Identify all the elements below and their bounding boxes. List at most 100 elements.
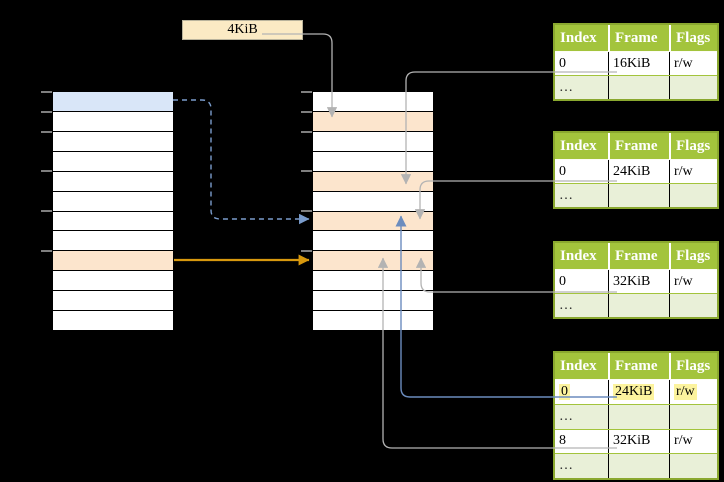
address-tick (301, 111, 312, 113)
page-table-row: … (555, 75, 717, 99)
address-tick (301, 250, 312, 252)
arrow-virtual-blue-page-to-frame6 (173, 99, 310, 225)
memory-row (313, 231, 433, 252)
page-table-cell: 8 (555, 430, 608, 454)
column-header: Index (560, 357, 597, 374)
column-header: Flags (669, 353, 717, 379)
page-table-row: 8 32KiB r/w (555, 428, 717, 454)
page-table-cell: … (555, 76, 608, 99)
page-table-cell: 24KiB (608, 160, 669, 183)
cell-text: … (559, 408, 573, 424)
page-table-row: … (555, 403, 717, 429)
memory-row (53, 251, 173, 272)
address-tick (301, 170, 312, 172)
memory-row (53, 211, 173, 232)
cell-text: 16KiB (613, 55, 651, 71)
page-table-cell: 0 (555, 52, 608, 75)
cell-text: … (559, 79, 573, 95)
page-table-cell: 0 (555, 160, 608, 183)
cell-text: r/w (674, 383, 697, 400)
cell-text: r/w (674, 163, 693, 179)
page-table-cell (669, 404, 717, 429)
page-table-cell: … (555, 184, 608, 207)
memory-row (53, 231, 173, 252)
cell-text: r/w (674, 55, 693, 71)
frame-size-label: 4KiB (182, 20, 303, 40)
frame-size-label-text: 4KiB (227, 22, 258, 37)
memory-row (313, 131, 433, 152)
page-table-cell: … (555, 405, 608, 429)
cell-text: 24KiB (613, 383, 655, 400)
page-table-cell (608, 404, 669, 429)
virtual-memory-table (52, 91, 174, 331)
memory-row (313, 191, 433, 212)
address-tick (41, 170, 52, 172)
memory-row (53, 271, 173, 292)
memory-row (313, 171, 433, 192)
page-table-cell (608, 76, 669, 99)
memory-row (313, 311, 433, 331)
cell-text: 8 (559, 433, 566, 449)
address-tick (301, 131, 312, 133)
column-header: Frame (608, 133, 669, 159)
page-table-cell (608, 454, 669, 478)
page-table-cell (669, 454, 717, 478)
page-table-row: 0 32KiB r/w (555, 269, 717, 293)
cell-text: 0 (559, 163, 566, 179)
memory-row (313, 151, 433, 172)
page-table-cell: 0 (555, 270, 608, 293)
page-table-cell: 32KiB (608, 429, 669, 454)
page-table-cell: … (555, 454, 608, 478)
page-table-row: 0 16KiB r/w (555, 51, 717, 75)
cell-text: 32KiB (613, 273, 651, 289)
page-table-cell: 16KiB (608, 52, 669, 75)
column-header: Flags (669, 25, 717, 51)
page-table-row: 0 24KiB r/w (555, 159, 717, 183)
memory-row (53, 171, 173, 192)
cell-text: 0 (559, 55, 566, 71)
page-table-cell: … (555, 294, 608, 317)
page-table-cell (608, 184, 669, 207)
memory-row (313, 251, 433, 272)
cell-text: r/w (674, 433, 693, 449)
column-header: Index (560, 29, 597, 46)
page-table-cell: 24KiB (608, 380, 669, 404)
memory-row (53, 311, 173, 331)
cell-text: 0 (559, 383, 570, 400)
page-table-row: … (555, 453, 717, 478)
column-header: Frame (608, 243, 669, 269)
page-table-row: 0 24KiB r/w (555, 379, 717, 404)
cell-text: r/w (674, 273, 693, 289)
page-table-cell (669, 184, 717, 207)
page-table-cell: r/w (669, 429, 717, 454)
page-table-cell (669, 294, 717, 317)
column-header: Flags (669, 133, 717, 159)
memory-row (53, 131, 173, 152)
memory-row (53, 92, 173, 112)
page-table-row: … (555, 183, 717, 207)
address-tick (301, 91, 312, 93)
page-table-cell (608, 294, 669, 317)
page-table-cell (669, 76, 717, 99)
cell-text: 24KiB (613, 163, 651, 179)
memory-row (53, 191, 173, 212)
cell-text: 0 (559, 273, 566, 289)
address-tick (41, 131, 52, 133)
memory-row (53, 151, 173, 172)
page-table-cell: r/w (669, 160, 717, 183)
page-table-cell: r/w (669, 270, 717, 293)
memory-row (313, 291, 433, 312)
column-header: Index (560, 137, 597, 154)
column-header: Frame (608, 353, 669, 379)
cell-text: 32KiB (613, 433, 651, 449)
memory-row (313, 111, 433, 132)
memory-row (313, 211, 433, 232)
